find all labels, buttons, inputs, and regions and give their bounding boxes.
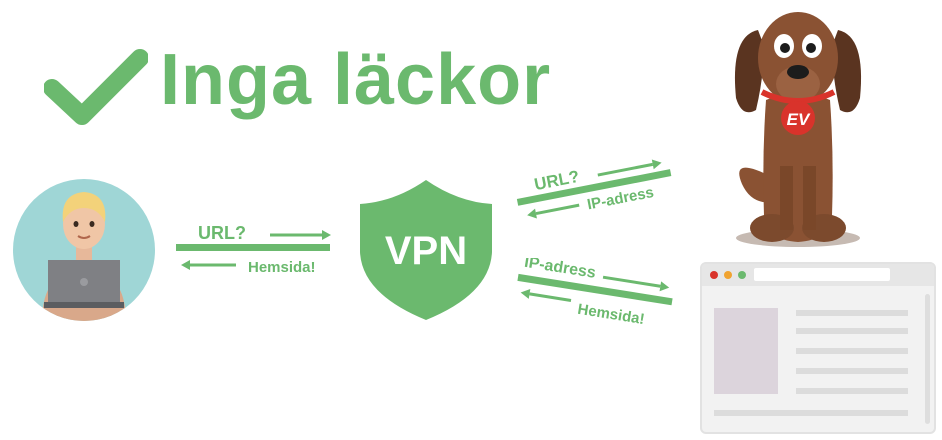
address-bar [754, 268, 890, 281]
checkmark-icon [44, 49, 148, 125]
maximize-dot-icon [738, 271, 746, 279]
text-line [796, 348, 908, 354]
ev-tag-label: EV [787, 110, 811, 129]
ev-tag-icon [781, 101, 815, 135]
bottom-response-label: Hemsida! [576, 301, 645, 328]
dog-mascot: EV [734, 12, 862, 247]
vpn-tracker-arrows: URL? IP-adress [516, 159, 672, 219]
text-line [714, 410, 908, 416]
minimize-dot-icon [724, 271, 732, 279]
vpn-website-arrows: IP-adress Hemsida! [517, 258, 673, 328]
user-avatar [13, 179, 155, 321]
client-vpn-arrows: URL? Hemsida! [176, 223, 331, 276]
page-image-placeholder [714, 308, 778, 394]
left-request-label: URL? [198, 223, 246, 243]
vpn-label: VPN [385, 229, 467, 273]
text-line [796, 388, 908, 394]
browser-toolbar [702, 264, 934, 286]
page-title: Inga läckor [160, 40, 552, 120]
text-line [796, 328, 908, 334]
text-line [796, 310, 908, 316]
left-response-label: Hemsida! [248, 259, 316, 276]
vpn-shield-icon: VPN [360, 180, 492, 320]
scrollbar[interactable] [925, 294, 930, 424]
browser-window [700, 262, 936, 434]
text-line [796, 368, 908, 374]
close-dot-icon [710, 271, 718, 279]
